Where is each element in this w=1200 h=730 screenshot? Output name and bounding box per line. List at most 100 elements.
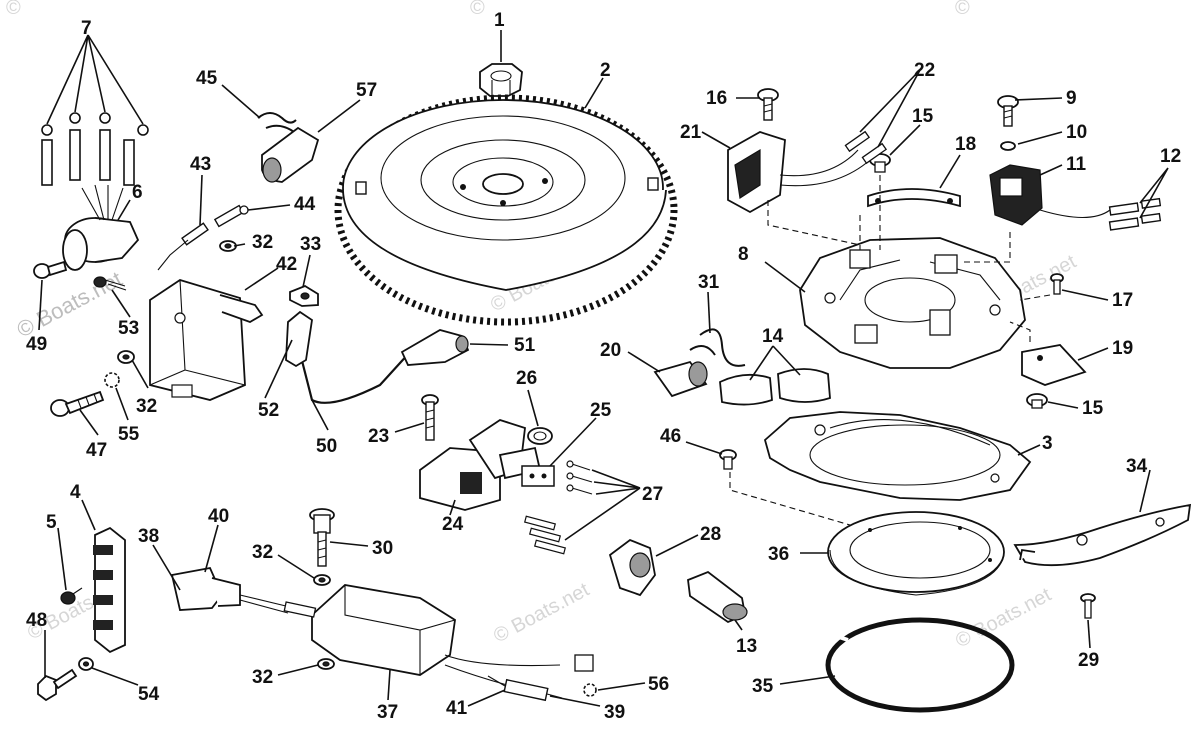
part-26-clip bbox=[527, 427, 553, 445]
label-42: 42 bbox=[276, 254, 297, 275]
part-2-flywheel bbox=[334, 94, 678, 326]
part-56-lock-washer bbox=[583, 683, 597, 697]
label-11: 11 bbox=[1066, 154, 1087, 175]
watermark-left: © Boats.net bbox=[13, 266, 127, 342]
part-33-clamp bbox=[289, 284, 319, 307]
part-4-terminal-block bbox=[93, 526, 126, 654]
label-5: 5 bbox=[46, 512, 57, 533]
part-40-connector bbox=[170, 566, 317, 618]
watermark-bottom-right: © Boats.net bbox=[952, 584, 1055, 653]
part-12-connectors bbox=[1108, 197, 1162, 231]
label-12: 12 bbox=[1160, 146, 1181, 167]
label-8: 8 bbox=[738, 244, 749, 265]
part-36-retainer-ring bbox=[827, 511, 1005, 596]
label-29: 29 bbox=[1078, 650, 1099, 671]
label-22: 22 bbox=[914, 60, 935, 81]
label-48: 48 bbox=[26, 610, 47, 631]
label-39: 39 bbox=[604, 702, 625, 723]
part-8-stator-plate bbox=[799, 237, 1026, 369]
part-16-screw bbox=[757, 88, 779, 121]
assembly-dashed-lines bbox=[729, 175, 1051, 526]
label-51: 51 bbox=[514, 335, 536, 356]
label-27: 27 bbox=[642, 484, 663, 505]
part-47-bolt bbox=[50, 390, 105, 417]
part-41-lead bbox=[487, 675, 506, 687]
part-15b-screw bbox=[1026, 393, 1048, 409]
part-32b-washer bbox=[117, 350, 135, 364]
label-23: 23 bbox=[368, 426, 389, 447]
label-34: 34 bbox=[1126, 456, 1148, 477]
label-35: 35 bbox=[752, 676, 774, 697]
part-18-strap bbox=[867, 188, 961, 208]
label-55: 55 bbox=[118, 424, 140, 445]
label-15b: 15 bbox=[1082, 398, 1104, 419]
part-6-solenoid bbox=[62, 184, 140, 271]
part-29-screw bbox=[1080, 593, 1096, 619]
label-38: 38 bbox=[138, 526, 159, 547]
part-49-screw bbox=[33, 260, 68, 279]
part-31-spring-clip bbox=[689, 328, 746, 367]
label-9: 9 bbox=[1066, 88, 1077, 109]
label-49: 49 bbox=[26, 334, 47, 355]
label-6: 6 bbox=[132, 182, 143, 203]
label-26: 26 bbox=[516, 368, 537, 389]
part-23-screw bbox=[421, 394, 439, 441]
callout-numbers: 1 2 3 4 5 6 7 8 9 10 11 12 13 14 15 15 1… bbox=[26, 10, 1181, 723]
watermark-top-right: © bbox=[955, 0, 970, 19]
part-24-sensor-assembly bbox=[419, 419, 542, 511]
label-17: 17 bbox=[1112, 290, 1133, 311]
label-20: 20 bbox=[600, 340, 621, 361]
label-2: 2 bbox=[600, 60, 611, 81]
part-32d-washer bbox=[317, 658, 335, 670]
label-25: 25 bbox=[590, 400, 612, 421]
part-37-power-pack bbox=[311, 584, 594, 691]
label-31: 31 bbox=[698, 272, 720, 293]
label-3: 3 bbox=[1042, 433, 1053, 454]
label-45: 45 bbox=[196, 68, 218, 89]
label-57: 57 bbox=[356, 80, 377, 101]
watermark-top-center: © bbox=[470, 0, 485, 19]
part-22-connectors bbox=[844, 130, 888, 165]
label-32d: 32 bbox=[252, 667, 273, 688]
label-44: 44 bbox=[294, 194, 316, 215]
label-53: 53 bbox=[118, 318, 139, 339]
label-40: 40 bbox=[208, 506, 229, 527]
label-4: 4 bbox=[70, 482, 81, 503]
label-15a: 15 bbox=[912, 106, 934, 127]
label-19: 19 bbox=[1112, 338, 1133, 359]
part-57-boot bbox=[261, 126, 320, 183]
part-32a-washer bbox=[219, 240, 237, 252]
label-32a: 32 bbox=[252, 232, 273, 253]
part-34-arm bbox=[1013, 503, 1192, 567]
label-46: 46 bbox=[660, 426, 681, 447]
part-14-sleeves bbox=[719, 368, 831, 406]
watermark-bottom-center: © Boats.net bbox=[490, 579, 593, 648]
part-45-spring-clip bbox=[257, 112, 297, 133]
part-54-washer bbox=[78, 657, 94, 671]
part-20-plug bbox=[653, 360, 708, 398]
watermark-top-left: © bbox=[6, 0, 21, 19]
label-32c: 32 bbox=[252, 542, 273, 563]
label-36: 36 bbox=[768, 544, 789, 565]
label-18: 18 bbox=[955, 134, 976, 155]
label-50: 50 bbox=[316, 436, 337, 457]
part-19-plate bbox=[1021, 344, 1087, 386]
label-43: 43 bbox=[190, 154, 211, 175]
part-5-screw bbox=[60, 587, 83, 605]
part-48-bolt bbox=[37, 668, 78, 702]
label-33: 33 bbox=[300, 234, 321, 255]
part-21-pulser bbox=[727, 131, 871, 214]
part-32c-washer bbox=[313, 574, 331, 586]
part-7-leads bbox=[41, 112, 149, 186]
part-42-ignition-coil bbox=[149, 279, 264, 401]
label-7: 7 bbox=[81, 18, 92, 39]
part-27-terminals bbox=[523, 460, 593, 555]
part-30-screw bbox=[309, 508, 335, 567]
part-1-flywheel-nut bbox=[479, 63, 523, 97]
label-37: 37 bbox=[377, 702, 398, 723]
part-46-screw bbox=[719, 449, 737, 470]
label-16: 16 bbox=[706, 88, 727, 109]
label-41: 41 bbox=[446, 698, 468, 719]
